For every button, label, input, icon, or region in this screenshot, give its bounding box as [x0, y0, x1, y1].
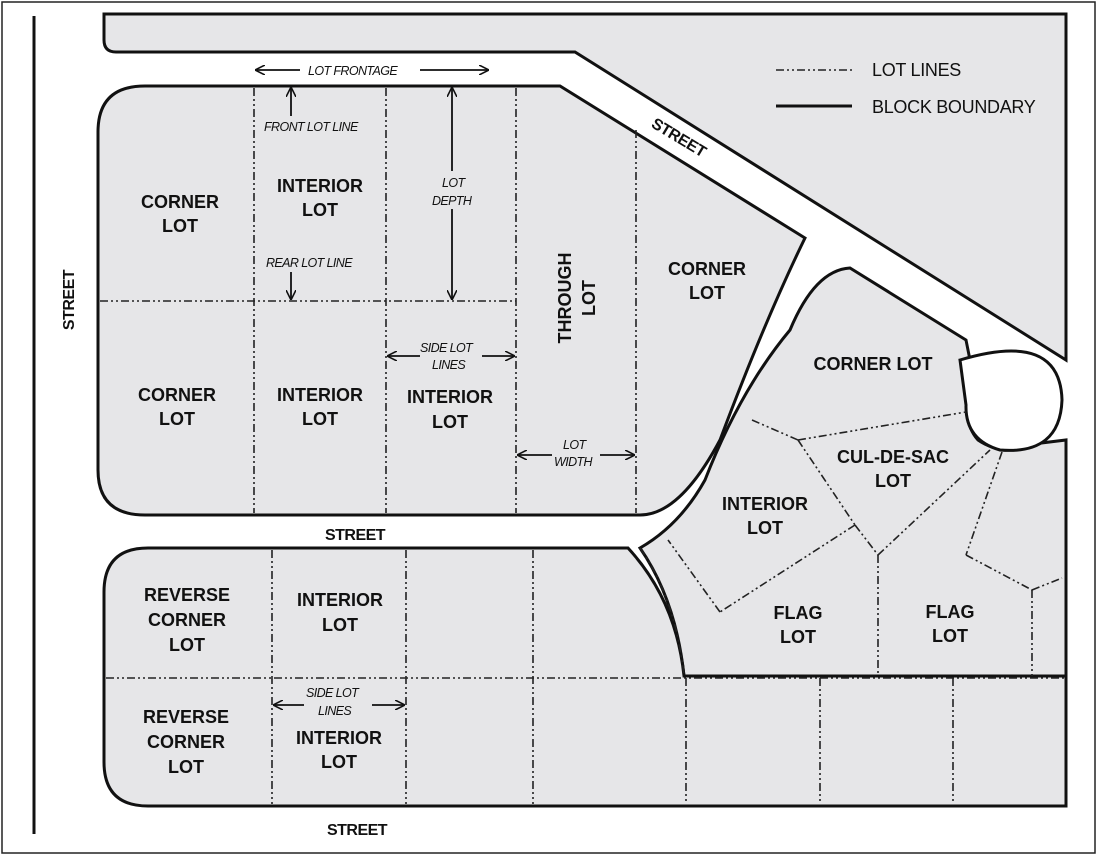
svg-text:LOT: LOT — [875, 471, 911, 491]
lot-label-corner-mid: CORNER LOT — [138, 385, 216, 429]
street-label-middle: STREET — [325, 527, 386, 544]
legend-block-boundary: BLOCK BOUNDARY — [872, 97, 1036, 117]
svg-text:FLAG: FLAG — [926, 602, 975, 622]
svg-text:LOT: LOT — [442, 176, 466, 190]
annotation-lot-frontage: LOT FRONTAGE — [256, 64, 488, 78]
svg-text:LOT: LOT — [168, 757, 204, 777]
svg-text:LOT: LOT — [169, 635, 205, 655]
svg-text:INTERIOR: INTERIOR — [297, 590, 383, 610]
lot-label-reverse-corner-2: REVERSE CORNER LOT — [143, 707, 229, 777]
svg-text:REAR LOT LINE: REAR LOT LINE — [266, 256, 353, 270]
legend: LOT LINES BLOCK BOUNDARY — [776, 60, 1036, 117]
svg-text:LOT: LOT — [432, 412, 468, 432]
svg-text:CORNER: CORNER — [141, 192, 219, 212]
lot-label-culdesac: CUL-DE-SAC LOT — [837, 447, 949, 491]
svg-text:CORNER: CORNER — [147, 732, 225, 752]
svg-text:LOT: LOT — [302, 200, 338, 220]
lot-label-interior-mid-1: INTERIOR LOT — [277, 385, 363, 429]
svg-text:WIDTH: WIDTH — [554, 455, 594, 469]
lot-lines-south — [106, 547, 1064, 804]
svg-text:LOT: LOT — [689, 283, 725, 303]
svg-text:LOT: LOT — [321, 752, 357, 772]
svg-text:SIDE LOT: SIDE LOT — [306, 686, 360, 700]
lot-label-interior-low-1: INTERIOR LOT — [297, 590, 383, 635]
svg-text:LINES: LINES — [432, 358, 466, 372]
svg-text:FLAG: FLAG — [774, 603, 823, 623]
svg-text:INTERIOR: INTERIOR — [277, 385, 363, 405]
svg-text:CORNER: CORNER — [148, 610, 226, 630]
block-north — [102, 12, 1068, 363]
lot-lines-east — [667, 411, 1063, 676]
lot-label-flag-2: FLAG LOT — [926, 602, 975, 646]
annotation-lot-width: LOT WIDTH — [518, 438, 634, 469]
svg-text:CORNER: CORNER — [138, 385, 216, 405]
lot-label-interior-low-2: INTERIOR LOT — [296, 728, 382, 772]
lot-label-reverse-corner-1: REVERSE CORNER LOT — [144, 585, 230, 655]
svg-text:REVERSE: REVERSE — [144, 585, 230, 605]
svg-text:LOT: LOT — [162, 216, 198, 236]
svg-text:INTERIOR: INTERIOR — [296, 728, 382, 748]
lot-lines-main — [100, 88, 637, 513]
svg-text:THROUGH: THROUGH — [555, 253, 575, 344]
lot-label-interior-east: INTERIOR LOT — [722, 494, 808, 538]
svg-text:FRONT LOT LINE: FRONT LOT LINE — [264, 120, 359, 134]
svg-text:CORNER: CORNER — [668, 259, 746, 279]
svg-text:LOT: LOT — [159, 409, 195, 429]
lot-label-corner-top: CORNER LOT — [141, 192, 219, 236]
svg-text:DEPTH: DEPTH — [432, 194, 473, 208]
svg-text:INTERIOR: INTERIOR — [407, 387, 493, 407]
annotation-lot-depth: LOT DEPTH — [430, 88, 476, 299]
lot-label-interior-top: INTERIOR LOT — [277, 176, 363, 220]
svg-text:LOT FRONTAGE: LOT FRONTAGE — [308, 64, 398, 78]
lot-label-corner-cul: CORNER LOT — [814, 354, 933, 374]
lot-label-interior-mid-2: INTERIOR LOT — [407, 387, 493, 432]
svg-text:LOT: LOT — [579, 280, 599, 316]
lot-label-flag-1: FLAG LOT — [774, 603, 823, 647]
lot-label-corner-right: CORNER LOT — [668, 259, 746, 303]
svg-text:LOT: LOT — [563, 438, 587, 452]
svg-text:LOT: LOT — [302, 409, 338, 429]
svg-text:INTERIOR: INTERIOR — [722, 494, 808, 514]
svg-text:SIDE LOT: SIDE LOT — [420, 341, 474, 355]
block-south — [102, 546, 1068, 808]
svg-text:CUL-DE-SAC: CUL-DE-SAC — [837, 447, 949, 467]
annotation-rear-lot-line: REAR LOT LINE — [266, 256, 354, 299]
svg-text:LOT: LOT — [932, 626, 968, 646]
legend-lot-lines: LOT LINES — [872, 60, 961, 80]
svg-text:LINES: LINES — [318, 704, 352, 718]
annotation-side-lot-lines: SIDE LOT LINES — [388, 341, 514, 372]
svg-text:LOT: LOT — [747, 518, 783, 538]
svg-text:REVERSE: REVERSE — [143, 707, 229, 727]
svg-text:LOT: LOT — [780, 627, 816, 647]
svg-text:INTERIOR: INTERIOR — [277, 176, 363, 196]
block-main — [96, 84, 807, 517]
svg-text:LOT: LOT — [322, 615, 358, 635]
annotation-front-lot-line: FRONT LOT LINE — [264, 88, 360, 134]
street-label-bottom: STREET — [327, 822, 388, 839]
lot-label-through: THROUGH LOT — [555, 253, 599, 344]
street-label-west: STREET — [61, 269, 78, 330]
annotation-side-lot-lines-south: SIDE LOT LINES — [274, 686, 404, 718]
cul-de-sac-bulb — [958, 349, 1064, 452]
